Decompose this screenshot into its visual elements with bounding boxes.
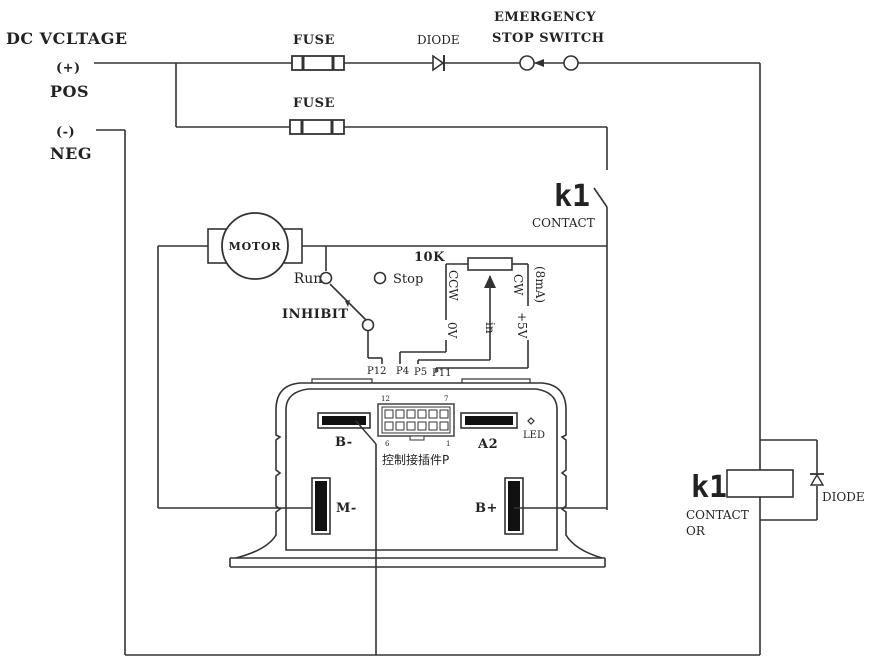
led-label: LED — [523, 430, 545, 441]
inhibit-terminal-icon — [361, 318, 375, 332]
positive-rail — [94, 62, 761, 655]
motor-wiring — [157, 245, 607, 509]
k1-contact-tag: k1 — [554, 179, 590, 214]
fuse-second-icon — [289, 119, 345, 135]
fuse-top-label: FUSE — [293, 33, 335, 48]
pot-5v-label: +5V — [515, 312, 529, 339]
pot-0v-label: 0V — [445, 322, 459, 339]
neg-label: NEG — [50, 144, 92, 163]
connector-p-icon — [377, 403, 455, 441]
m-minus-terminal-fill — [315, 481, 327, 531]
relay-k1-tag: k1 — [691, 470, 727, 505]
fuse-top-icon — [291, 55, 345, 71]
m-minus-label: M- — [336, 501, 357, 516]
relay-diode-icon — [809, 473, 825, 486]
pot-value-label: 10K — [414, 250, 445, 265]
b-plus-label: B+ — [475, 501, 498, 516]
pos-label: POS — [50, 82, 89, 101]
motor-label: MOTOR — [229, 240, 282, 253]
k1-contact-label: CONTACT — [532, 216, 595, 230]
motor-icon — [207, 212, 303, 280]
diode-top-icon — [432, 54, 445, 72]
dc-voltage-label: DC VCLTAGE — [6, 29, 128, 48]
pin-p5-label: P5 — [414, 367, 427, 378]
connector-pin-1-label: 1 — [446, 440, 450, 448]
pot-current-label: (8mA) — [533, 266, 547, 303]
relay-diode-label: DIODE — [822, 490, 865, 504]
connector-pin-6-label: 6 — [385, 440, 390, 448]
neg-sign: (-) — [56, 125, 75, 140]
pin-p4-label: P4 — [396, 366, 409, 377]
relay-contact-label-line1: CONTACT — [686, 508, 749, 522]
diode-top-label: DIODE — [417, 33, 460, 47]
second-branch — [175, 63, 608, 510]
stop-terminal-icon — [373, 271, 387, 285]
emergency-stop-switch-icon — [519, 55, 579, 71]
connector-caption: 控制接插件P — [382, 452, 449, 467]
estop-label-line2: STOP SWITCH — [492, 31, 605, 46]
run-label: Run — [294, 271, 323, 287]
estop-label-line1: EMERGENCY — [494, 10, 596, 25]
pot-ccw-label: CCW — [446, 270, 460, 301]
pin-p12-label: P12 — [367, 366, 386, 377]
stop-label: Stop — [393, 272, 423, 287]
inhibit-arrow-icon — [345, 300, 350, 307]
inhibit-label: INHIBIT — [282, 307, 349, 322]
connector-pin-7-label: 7 — [444, 395, 448, 403]
connector-pin-12-label: 12 — [381, 395, 390, 403]
run-terminal-icon — [319, 271, 333, 285]
pos-sign: (+) — [56, 61, 81, 76]
pin-p11-label: P11 — [432, 368, 451, 379]
a2-label: A2 — [477, 437, 498, 452]
pot-in-label: in — [483, 322, 497, 334]
relay-wiring — [760, 439, 818, 521]
b-minus-wire — [355, 420, 377, 655]
a2-terminal-fill — [465, 416, 513, 425]
b-minus-label: B- — [335, 435, 353, 450]
relay-contact-label-line2: OR — [686, 524, 706, 538]
p12-wire — [367, 331, 383, 364]
pot-wires — [399, 290, 529, 372]
fuse-second-label: FUSE — [293, 96, 335, 111]
connector-pins — [384, 409, 449, 431]
pot-cw-label: CW — [511, 274, 525, 296]
negative-rail — [96, 129, 760, 656]
b-plus-terminal-fill — [508, 481, 520, 531]
potentiometer-icon — [446, 257, 528, 346]
relay-coil-icon — [726, 469, 794, 498]
b-minus-terminal-fill — [322, 416, 366, 425]
controller-housing — [229, 378, 606, 568]
led-icon — [527, 417, 535, 425]
